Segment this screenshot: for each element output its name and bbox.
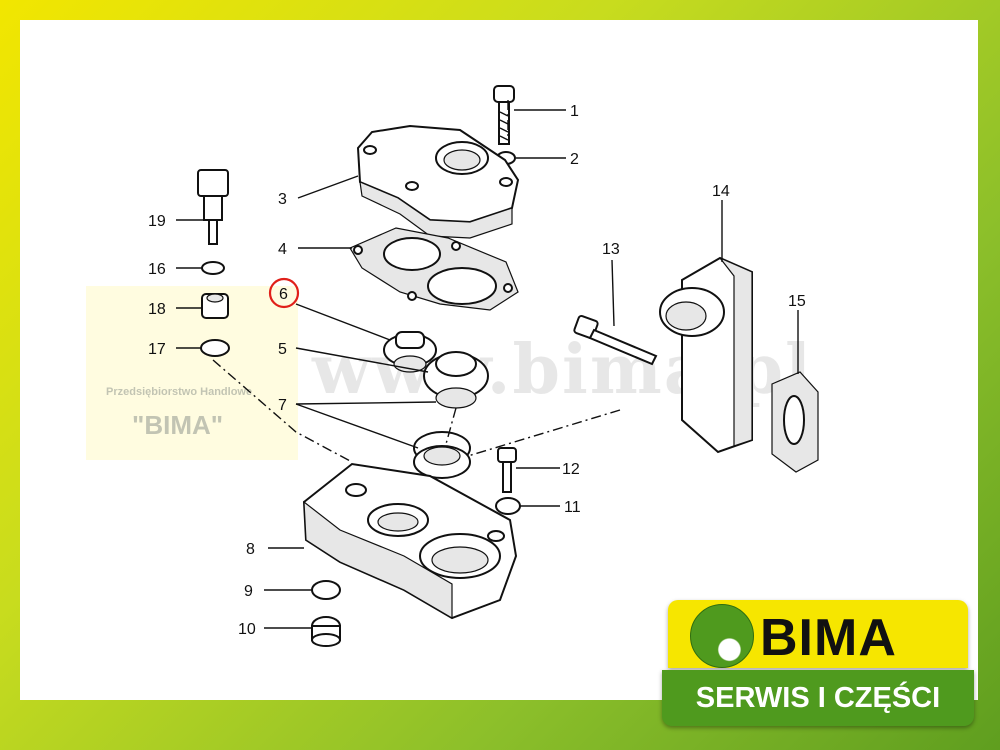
part-washer-9: [311, 580, 341, 600]
callout-1: 1: [570, 103, 579, 120]
part-seal-ring-7: [413, 431, 471, 479]
callout-7: 7: [278, 397, 287, 414]
part-gasket-4: [349, 227, 519, 311]
part-elbow-14: [659, 256, 753, 454]
logo-subtitle: SERWIS I CZĘŚCI: [695, 682, 941, 714]
watermark-company-small: Przedsiębiorstwo Handlowe: [106, 386, 253, 398]
watermark-company-big: "BIMA": [132, 410, 224, 440]
part-thermostat-small-6: [383, 331, 437, 373]
callout-9: 9: [244, 583, 253, 600]
callout-18: 18: [148, 301, 166, 318]
callout-12: 12: [562, 461, 580, 478]
logo-name: BIMA: [760, 609, 897, 667]
bima-logo: BIMA SERWIS I CZĘŚCI: [662, 594, 974, 730]
part-sensor-19: [197, 169, 229, 245]
callout-11: 11: [564, 499, 581, 516]
part-thermostat-large-5: [423, 351, 489, 409]
watermark-box: [86, 286, 298, 460]
callout-17: 17: [148, 341, 166, 358]
callout-3: 3: [278, 191, 287, 208]
part-adapter-18: [201, 293, 229, 319]
callout-19: 19: [148, 213, 166, 230]
part-washer-11: [495, 497, 521, 515]
callout-4: 4: [278, 241, 287, 258]
part-bolt-1: [493, 85, 515, 145]
leader-6: [295, 303, 391, 341]
leader-7b: [295, 401, 437, 405]
part-plug-10: [311, 616, 341, 647]
logo-ball-icon: [690, 604, 754, 668]
leader-5: [295, 347, 429, 373]
callout-16: 16: [148, 261, 166, 278]
callout-8: 8: [246, 541, 255, 558]
part-housing-body-8: [302, 462, 518, 620]
leader-13: [611, 259, 615, 327]
callout-10: 10: [238, 621, 256, 638]
callout-2: 2: [570, 151, 579, 168]
callout-6: 6: [279, 286, 288, 303]
callout-13: 13: [602, 241, 620, 258]
part-bolt-12: [497, 447, 517, 493]
callout-5: 5: [278, 341, 287, 358]
part-washer-17: [200, 339, 230, 357]
part-gasket-15: [771, 371, 819, 473]
part-housing-cover-3: [356, 124, 520, 239]
part-ring-16: [201, 261, 225, 275]
leader-7a: [295, 403, 419, 449]
logo-bottom-band: SERWIS I CZĘŚCI: [662, 670, 974, 726]
leader-3: [297, 175, 359, 199]
part-bolt-13: [573, 314, 658, 366]
logo-top-band: BIMA: [668, 600, 968, 668]
callout-15: 15: [788, 293, 806, 310]
callout-14: 14: [712, 183, 730, 200]
callout-6-highlight-ring: [268, 277, 300, 309]
